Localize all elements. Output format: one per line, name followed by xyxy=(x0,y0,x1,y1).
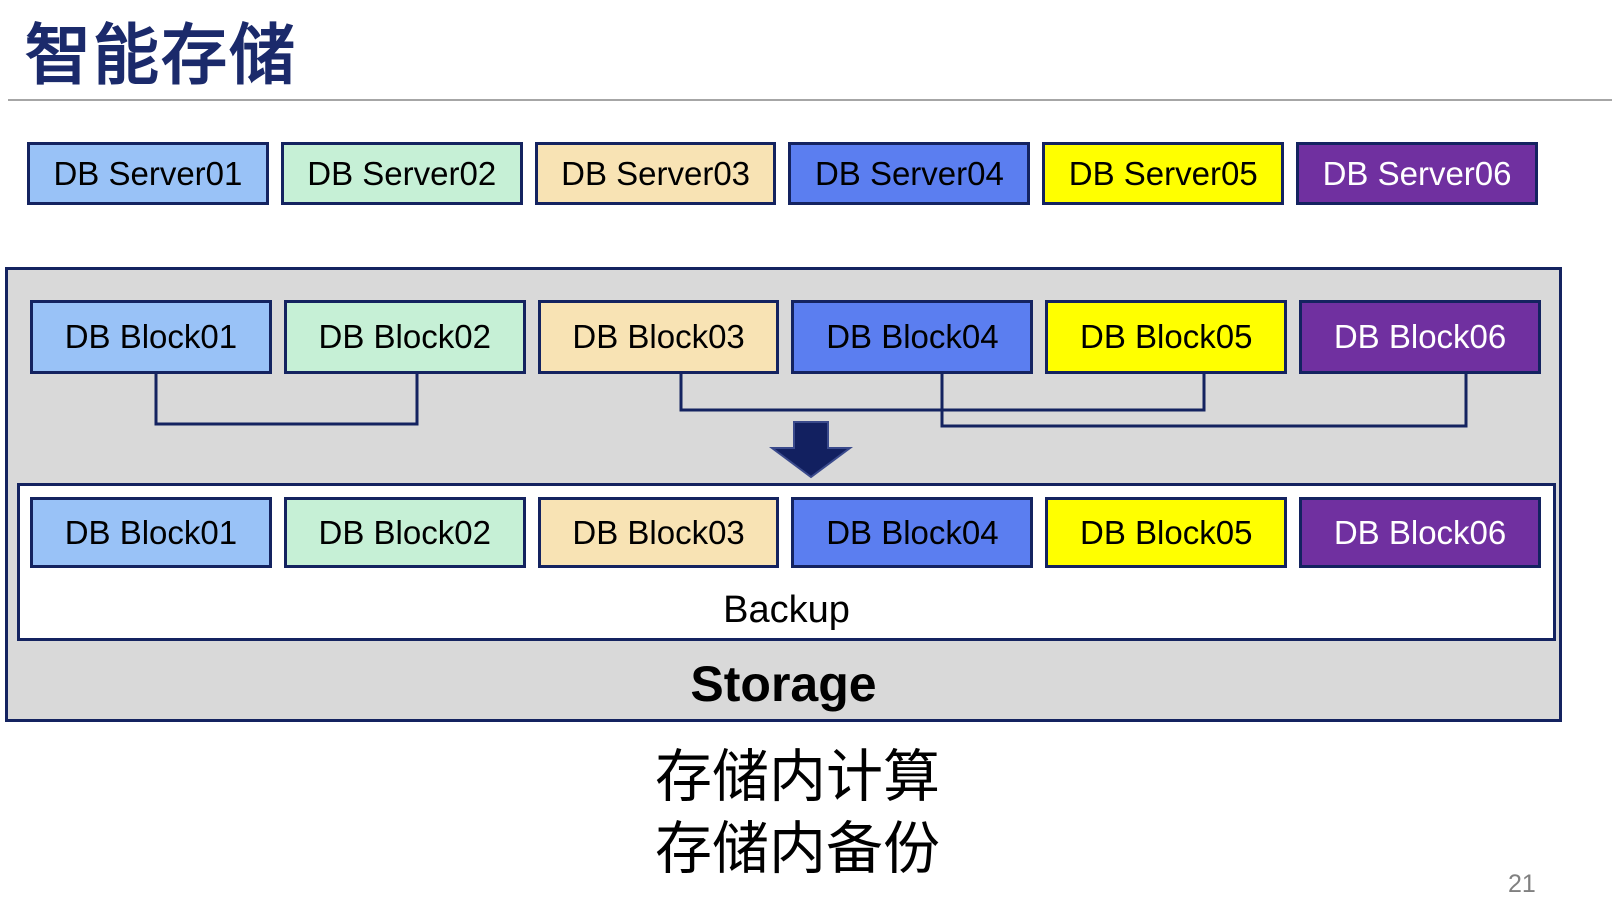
caption-line-1: 存储内计算 xyxy=(655,745,940,809)
arrow-down-icon xyxy=(768,421,854,479)
backup-box: DB Block01 DB Block02 DB Block03 DB Bloc… xyxy=(17,483,1556,641)
title-divider xyxy=(8,99,1612,101)
db-block-row-top: DB Block01 DB Block02 DB Block03 DB Bloc… xyxy=(30,300,1541,374)
db-block-box: DB Block01 xyxy=(30,300,272,374)
storage-label: Storage xyxy=(690,656,877,712)
db-block-box: DB Block02 xyxy=(283,300,526,374)
db-server-box: DB Server02 xyxy=(280,142,523,205)
db-server-box: DB Server03 xyxy=(534,142,777,205)
db-server-row: DB Server01 DB Server02 DB Server03 DB S… xyxy=(27,142,1538,205)
db-block-box: DB Block06 xyxy=(1299,300,1541,374)
backup-label: Backup xyxy=(723,589,850,631)
db-block-row-backup: DB Block01 DB Block02 DB Block03 DB Bloc… xyxy=(30,497,1541,568)
db-server-box: DB Server06 xyxy=(1296,142,1538,205)
db-block-box: DB Block04 xyxy=(791,300,1034,374)
db-block-box: DB Block02 xyxy=(283,497,526,568)
db-block-box: DB Block06 xyxy=(1299,497,1541,568)
db-block-box: DB Block05 xyxy=(1045,300,1288,374)
db-block-box: DB Block05 xyxy=(1045,497,1288,568)
slide-title: 智能存储 xyxy=(25,18,297,92)
storage-container: DB Block01 DB Block02 DB Block03 DB Bloc… xyxy=(5,267,1562,722)
page-number: 21 xyxy=(1508,870,1536,898)
caption-line-2: 存储内备份 xyxy=(655,816,940,881)
caption-text: 存储内计算 存储内备份 xyxy=(655,742,940,886)
db-block-box: DB Block04 xyxy=(791,497,1034,568)
db-block-box: DB Block03 xyxy=(537,300,780,374)
db-server-box: DB Server04 xyxy=(788,142,1031,205)
db-server-box: DB Server05 xyxy=(1042,142,1285,205)
db-block-box: DB Block01 xyxy=(30,497,272,568)
db-block-box: DB Block03 xyxy=(537,497,780,568)
db-server-box: DB Server01 xyxy=(27,142,269,205)
